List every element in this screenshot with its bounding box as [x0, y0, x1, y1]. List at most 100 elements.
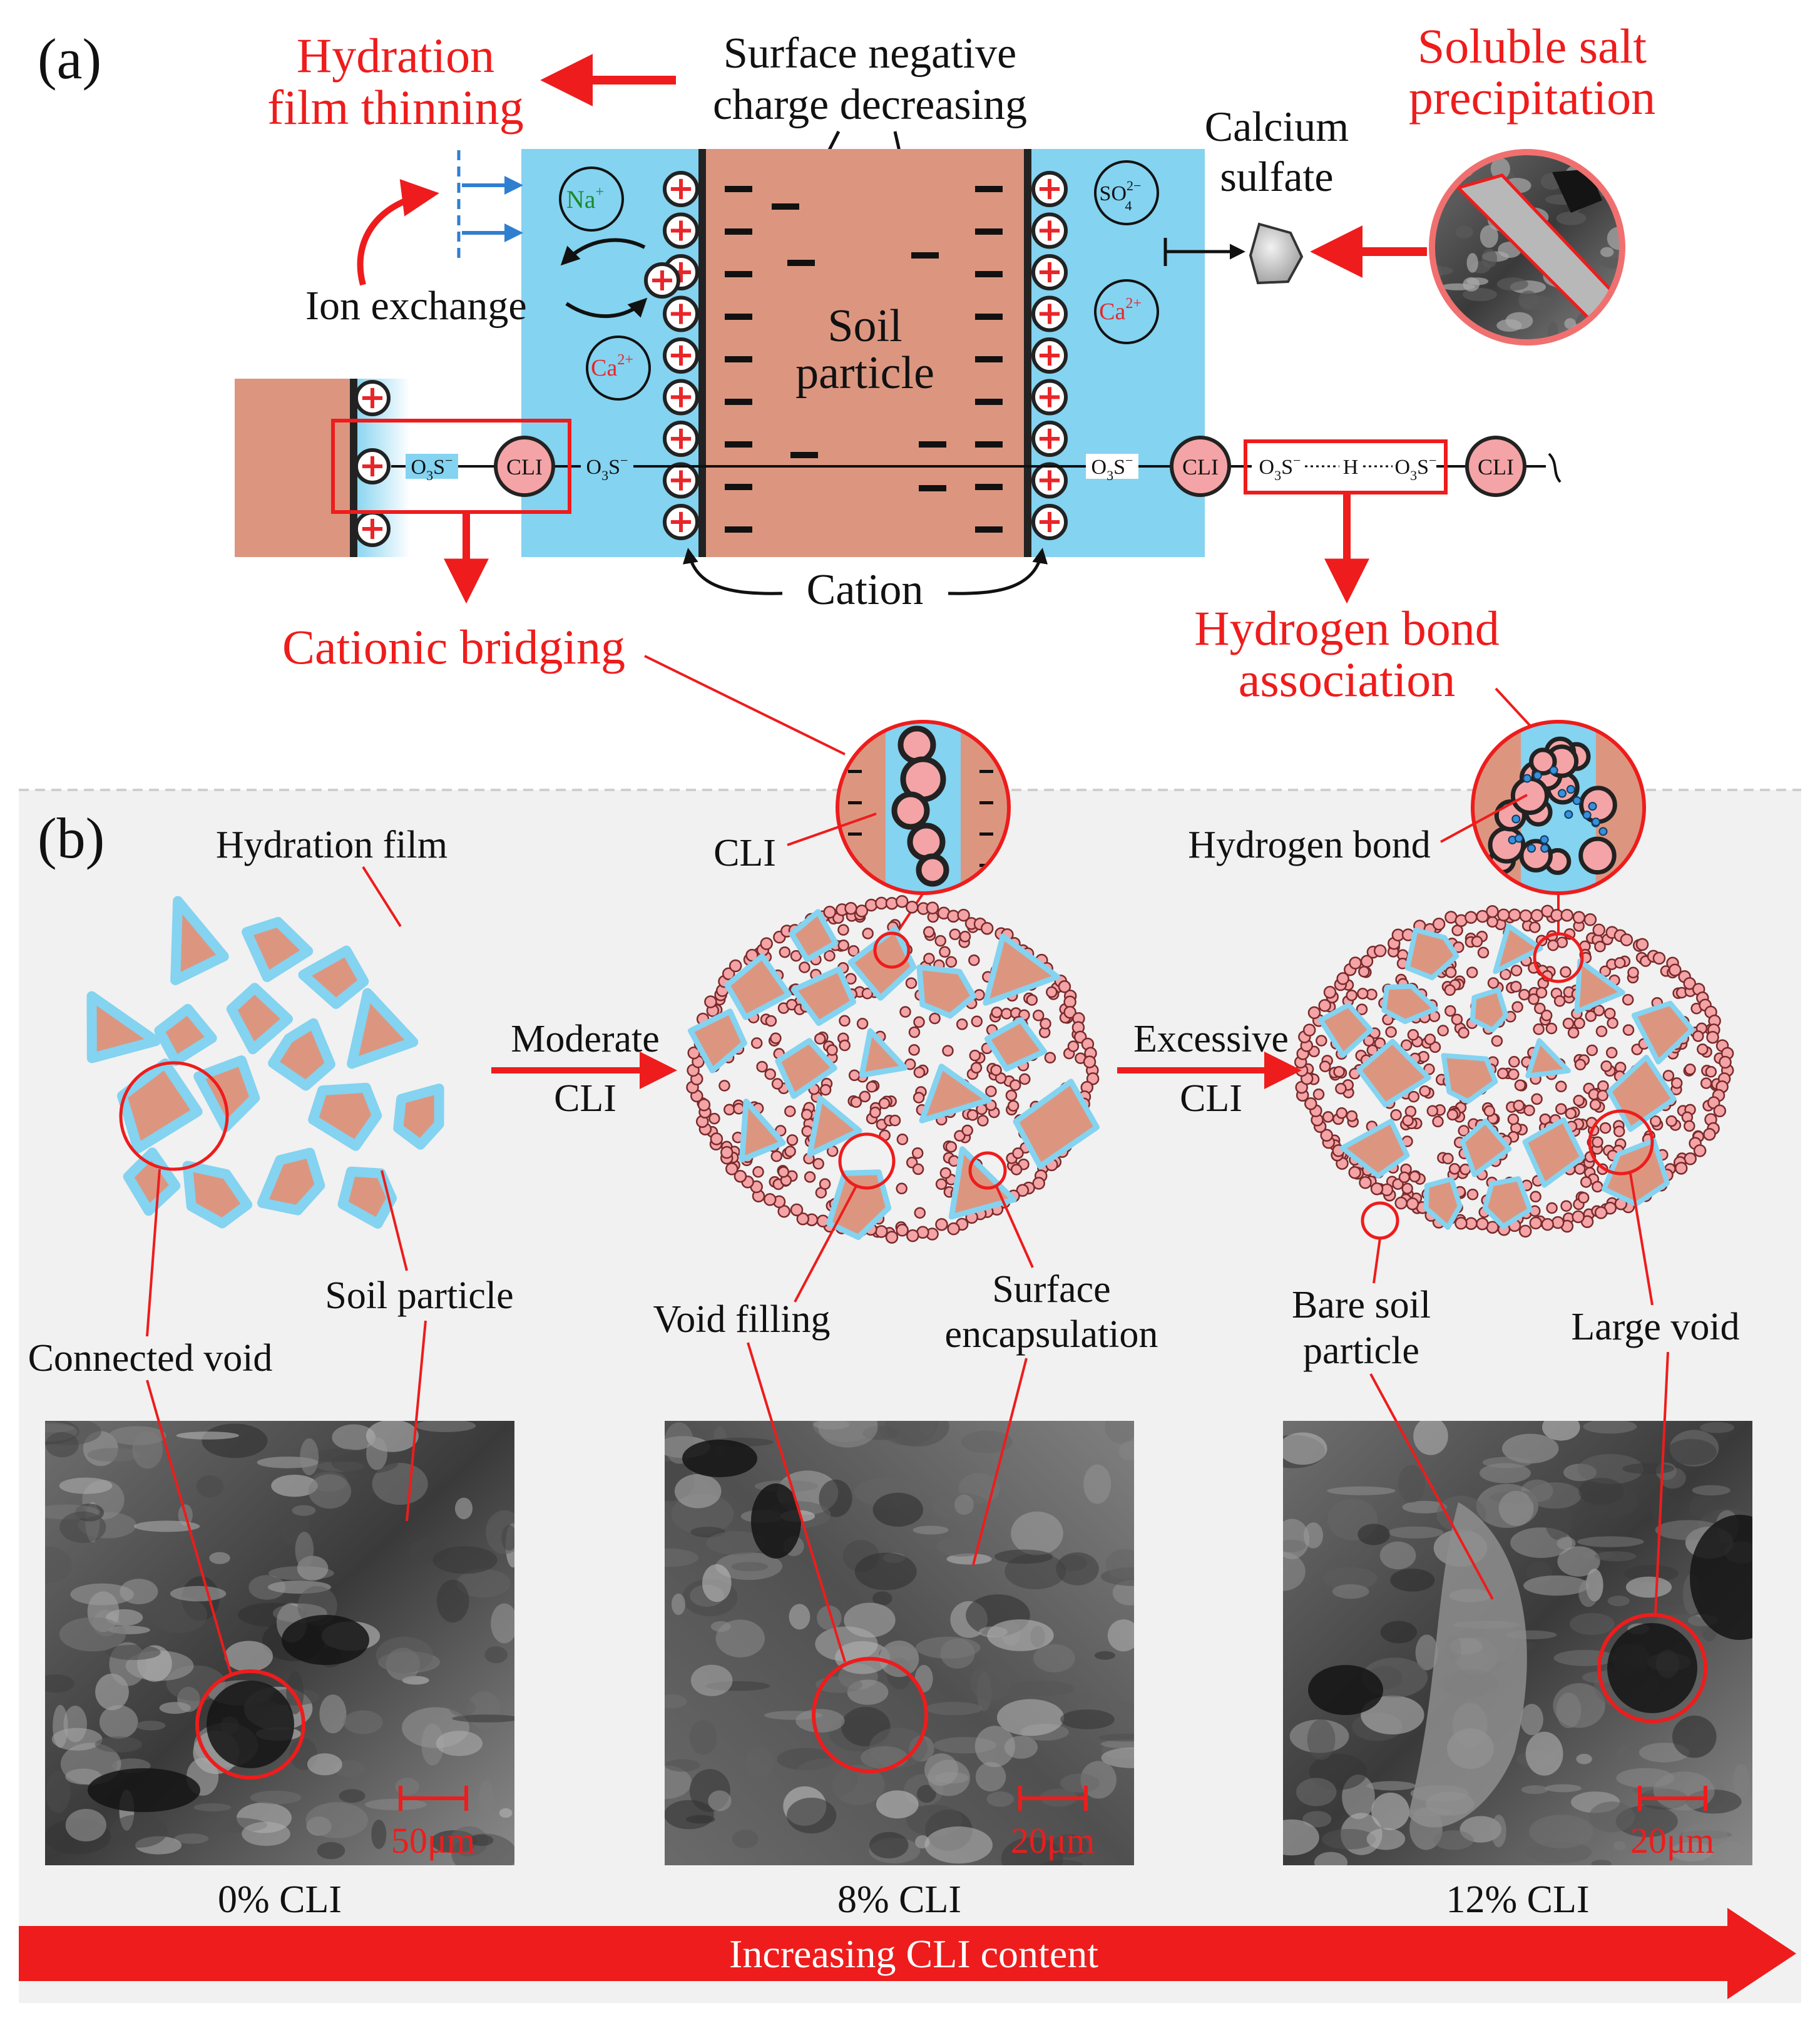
cation-plus [663, 421, 699, 457]
sem-grain [1732, 1764, 1749, 1798]
sem-grain [95, 1736, 143, 1753]
cli-bead-small [1009, 1079, 1021, 1091]
label-backdrop [581, 454, 633, 479]
sem-grain [685, 1613, 701, 1639]
cli-bead-small [1408, 1090, 1420, 1103]
sem-grain [1388, 1526, 1444, 1539]
sem-grain [818, 1421, 878, 1448]
connected-void-leader-top [146, 1169, 161, 1337]
cli-bead-small [912, 1163, 924, 1175]
soil-particle [1470, 987, 1509, 1033]
cli-bead-small [708, 1112, 720, 1125]
sem-grain [1553, 1683, 1605, 1728]
negative-charge [725, 441, 752, 448]
so4-ion [1094, 160, 1159, 225]
cation-bracket-right [948, 548, 1048, 595]
sem-grain [1332, 1584, 1369, 1599]
cli-bead-small [878, 1097, 891, 1110]
moderate-line1: Moderate [511, 1018, 660, 1060]
cli-bead-small [908, 1044, 920, 1056]
cli-bead-small [885, 896, 899, 910]
sem-grain [1692, 1485, 1731, 1496]
cli-bead-small [1589, 1099, 1602, 1111]
zoom-neg [979, 832, 993, 836]
zoom-neg [979, 770, 993, 773]
soil-particle [393, 1083, 444, 1150]
cli-bead-small [954, 1130, 966, 1142]
sem1-void-circle [195, 1669, 305, 1780]
salt-sem-inset [1429, 149, 1625, 346]
connected-void-marker [119, 1061, 229, 1171]
ca-ion-left [586, 335, 651, 401]
na-ion-label: Na [566, 185, 596, 213]
sem-grain [1653, 1771, 1715, 1811]
sem-grain [1491, 1815, 1506, 1848]
cli-bead-small [1406, 1197, 1419, 1211]
cli-bead-small [1553, 995, 1566, 1007]
cli-bead-small [1007, 1100, 1020, 1112]
sem-grain [1314, 1852, 1348, 1865]
sem-texture-grain [1432, 152, 1445, 159]
exchange-arrow-top [560, 238, 646, 266]
cli-bead-small [1032, 1010, 1045, 1022]
sem-grain [925, 1701, 983, 1716]
cli-bead-small [968, 954, 980, 966]
cli-bead-small [1471, 936, 1483, 948]
cli-bead-small [1012, 1147, 1024, 1159]
sem-grain [928, 1759, 970, 1796]
cli-bead-small [856, 1018, 869, 1030]
cli-bead-small [1652, 951, 1666, 965]
sem-grain [917, 1785, 936, 1803]
sem-grain [193, 1803, 232, 1811]
cli-bead-small [1684, 1063, 1696, 1075]
sem-grain [1112, 1580, 1134, 1606]
cli-bead-small [756, 1060, 768, 1073]
sem-texture-grain [1432, 327, 1443, 337]
negative-charge [975, 314, 1003, 320]
chain-continuation [1548, 453, 1562, 483]
cli-bead-small [875, 1225, 888, 1238]
cli-bead-small [1466, 966, 1478, 978]
cli-bead-small [1620, 933, 1633, 946]
cli-bead-small [1476, 1217, 1489, 1231]
cli-bead-small [704, 995, 717, 1008]
cli-bead-small [1487, 977, 1500, 989]
cluster-8-cli [686, 894, 1100, 1244]
scale-label-2: 20μm [1011, 1820, 1095, 1861]
cli-bead-small [1063, 1005, 1076, 1019]
cli-bead-small [1432, 918, 1446, 931]
zoom-hbond [1511, 814, 1521, 824]
soil-particle [775, 1038, 837, 1099]
sem-grain [1056, 1552, 1099, 1585]
cli-bead-small [1465, 911, 1478, 924]
soil-particle-leader-bottom [406, 1320, 427, 1522]
sem-grain [1302, 1811, 1332, 1828]
cli-bead-small [1605, 1047, 1618, 1059]
cli-bead-small [934, 935, 946, 947]
exchange-cation [644, 262, 680, 299]
cli-bead-small [1058, 980, 1071, 993]
left-soil-block [235, 379, 354, 557]
sem-grain [1523, 1575, 1590, 1596]
sem-grain [196, 1475, 223, 1498]
cli-bead-small [913, 1066, 926, 1078]
sem-grain [499, 1808, 513, 1818]
cli-bead-small [1437, 1025, 1449, 1037]
sem-grain [819, 1479, 852, 1517]
cation-plus [354, 511, 391, 547]
cli-bead-small [720, 1145, 734, 1159]
cli-bead-small [1019, 1073, 1031, 1085]
cli-bead-small [1703, 1127, 1716, 1141]
cli-bead-small [1510, 980, 1522, 993]
sem-grain [665, 1759, 700, 1772]
cli-bead-small [1580, 1176, 1592, 1188]
cli-bead-small [866, 1081, 878, 1093]
cli-bead-small [1508, 908, 1521, 921]
sem-grain [371, 1820, 387, 1850]
cluster-12-cli [1294, 904, 1734, 1238]
soil-particles [1318, 923, 1695, 1230]
panel-b-label: (b) [38, 806, 105, 870]
sem-grain [59, 1477, 113, 1494]
cli-bead-small [1432, 1115, 1444, 1128]
